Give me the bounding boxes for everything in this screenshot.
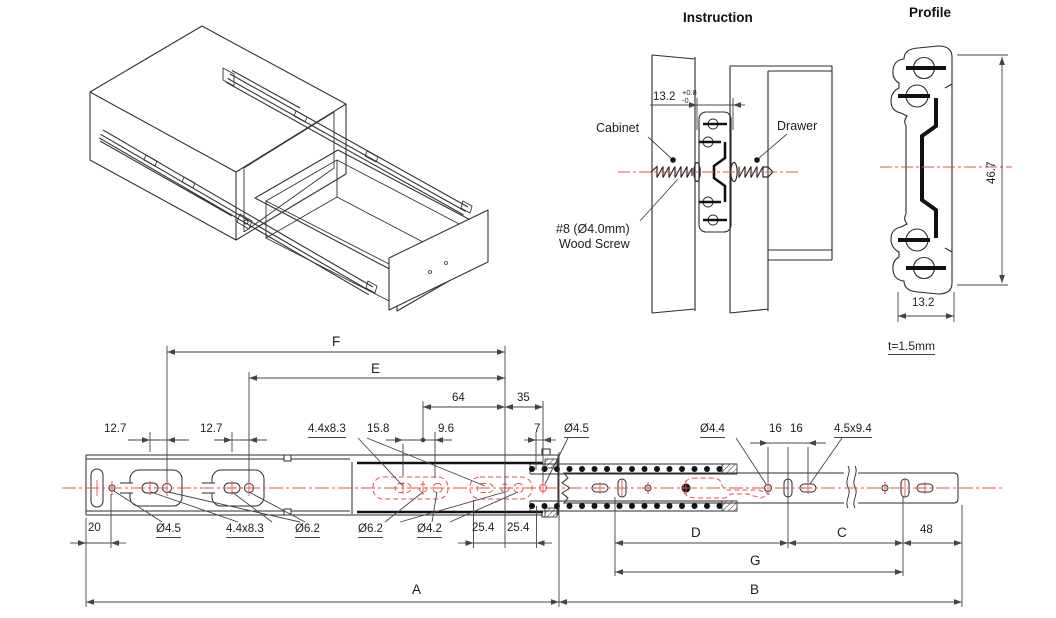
dim-64-label: 64	[452, 392, 465, 404]
instruction-title: Instruction	[683, 10, 753, 25]
dim-15-8-label: 15.8	[367, 423, 390, 435]
dia-4-5-bottom-label: Ø4.5	[156, 523, 181, 538]
dimension-lines	[70, 349, 962, 605]
extension-lines	[85, 346, 963, 607]
slot-4-4x8-3-top-label: 4.4x8.3	[308, 423, 346, 438]
ball-retainer	[529, 463, 738, 512]
dim-A-label: A	[412, 582, 422, 597]
intermediate-member	[351, 458, 558, 518]
dim-35-label: 35	[517, 392, 530, 404]
plan-slide-drawing	[62, 346, 1004, 607]
wood-screw-left	[650, 161, 701, 183]
profile-width-dim: 13.2	[912, 297, 935, 309]
dim-G-label: G	[750, 553, 761, 568]
cabinet-panel	[651, 54, 696, 314]
ball-bearings-dots	[529, 466, 723, 509]
leader-lines	[113, 437, 843, 523]
dim-9-6-label: 9.6	[438, 423, 454, 435]
mount-dim-tol-minus: -0	[682, 95, 689, 105]
dia-4-5-top-label: Ø4.5	[564, 423, 589, 438]
profile-section-view	[880, 45, 1012, 322]
instruction-section-view	[618, 54, 833, 314]
drawer-member	[561, 465, 959, 509]
dim-12-7-right-label: 12.7	[200, 423, 223, 435]
thickness-note: t=1.5mm	[888, 339, 936, 355]
profile-title: Profile	[909, 5, 952, 20]
dim-B-label: B	[750, 582, 760, 597]
dim-16-left-label: 16	[769, 423, 782, 435]
slot-4-5x9-4-label: 4.5x9.4	[834, 423, 872, 438]
disconnect-lever-hidden	[682, 477, 771, 499]
dia-6-2-left-label: Ø6.2	[295, 523, 320, 538]
dim-25-4-left-label: 25.4	[472, 522, 495, 534]
instruction-leaders	[639, 133, 788, 222]
dim-7-label: 7	[534, 423, 541, 435]
slot-4-4x8-3-bottom-label: 4.4x8.3	[226, 523, 264, 538]
dim-48-label: 48	[920, 524, 933, 536]
dia-4-2-label: Ø4.2	[417, 523, 442, 538]
profile-height-dim: 46.7	[986, 161, 998, 184]
screw-label-line2: Wood Screw	[559, 237, 630, 251]
iso-upper-slide-rail	[222, 67, 473, 216]
dim-D-label: D	[691, 525, 701, 540]
dim-16-right-label: 16	[790, 423, 803, 435]
cabinet-member-outline	[85, 448, 559, 518]
dim-12-7-left-label: 12.7	[104, 423, 127, 435]
dia-6-2-right-label: Ø6.2	[358, 523, 383, 538]
dim-25-4-right-label: 25.4	[507, 522, 530, 534]
dim-F-label: F	[332, 334, 341, 349]
isometric-drawer-assembly	[89, 25, 489, 312]
dia-4-4-label: Ø4.4	[700, 423, 725, 438]
break-line	[846, 465, 857, 509]
cabinet-label: Cabinet	[596, 121, 640, 135]
iso-lower-slide-rail	[98, 129, 378, 296]
mount-dim-value: 13.2	[653, 91, 676, 103]
screw-label-line1: #8 (Ø4.0mm)	[556, 222, 630, 236]
dim-E-label: E	[371, 361, 381, 376]
mount-dim-tol-plus: +0.8	[682, 88, 697, 97]
profile-dims	[897, 54, 1008, 322]
instruction-dim-13-2	[650, 98, 745, 130]
drawer-panel	[729, 65, 833, 314]
iso-drawer-box	[254, 149, 489, 312]
dim-C-label: C	[837, 525, 847, 540]
mount-dim-tolerance: +0.8 -0	[682, 89, 697, 104]
dim-20-label: 20	[88, 522, 101, 534]
drawer-label: Drawer	[777, 119, 818, 133]
profile-inner-member-web	[920, 98, 938, 238]
